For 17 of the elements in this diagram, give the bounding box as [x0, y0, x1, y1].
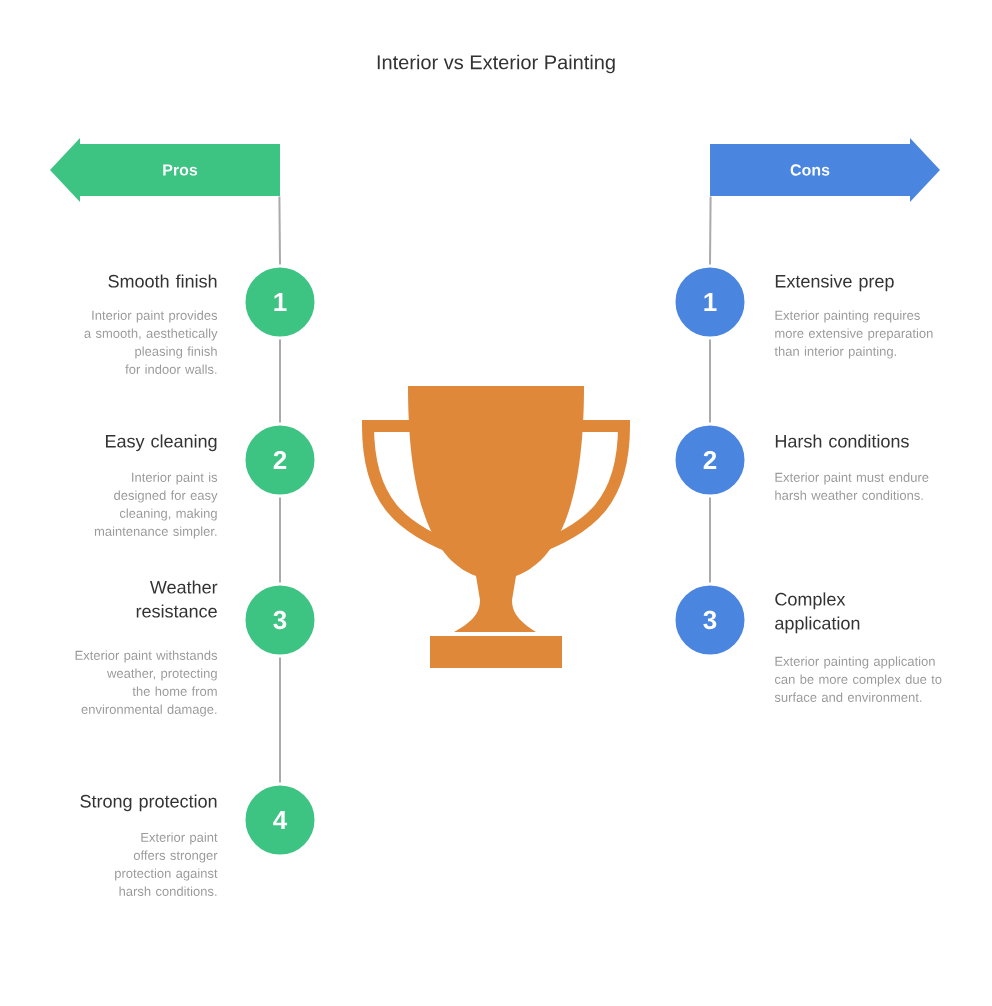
- item-heading: Extensive prep: [775, 274, 894, 292]
- connector-line: [279, 496, 281, 584]
- arrow-banner: Pros: [50, 138, 280, 202]
- item-heading: Strong protection: [80, 794, 217, 812]
- connector-line: [709, 195, 712, 266]
- item-heading: Smooth finish: [108, 274, 217, 288]
- connector-line: [278, 195, 281, 266]
- item-heading: Complex application: [775, 592, 860, 634]
- item-heading: Harsh conditions: [775, 434, 909, 448]
- arrow-banner: Cons: [710, 138, 940, 202]
- item-heading: Easy cleaning: [106, 434, 217, 452]
- item-heading: Weather resistance: [136, 580, 218, 618]
- connector-line: [279, 338, 281, 424]
- connector-line: [709, 338, 711, 424]
- connector-line: [709, 496, 711, 584]
- connector-line: [279, 656, 281, 784]
- title: Interior vs Exterior Painting: [377, 54, 615, 74]
